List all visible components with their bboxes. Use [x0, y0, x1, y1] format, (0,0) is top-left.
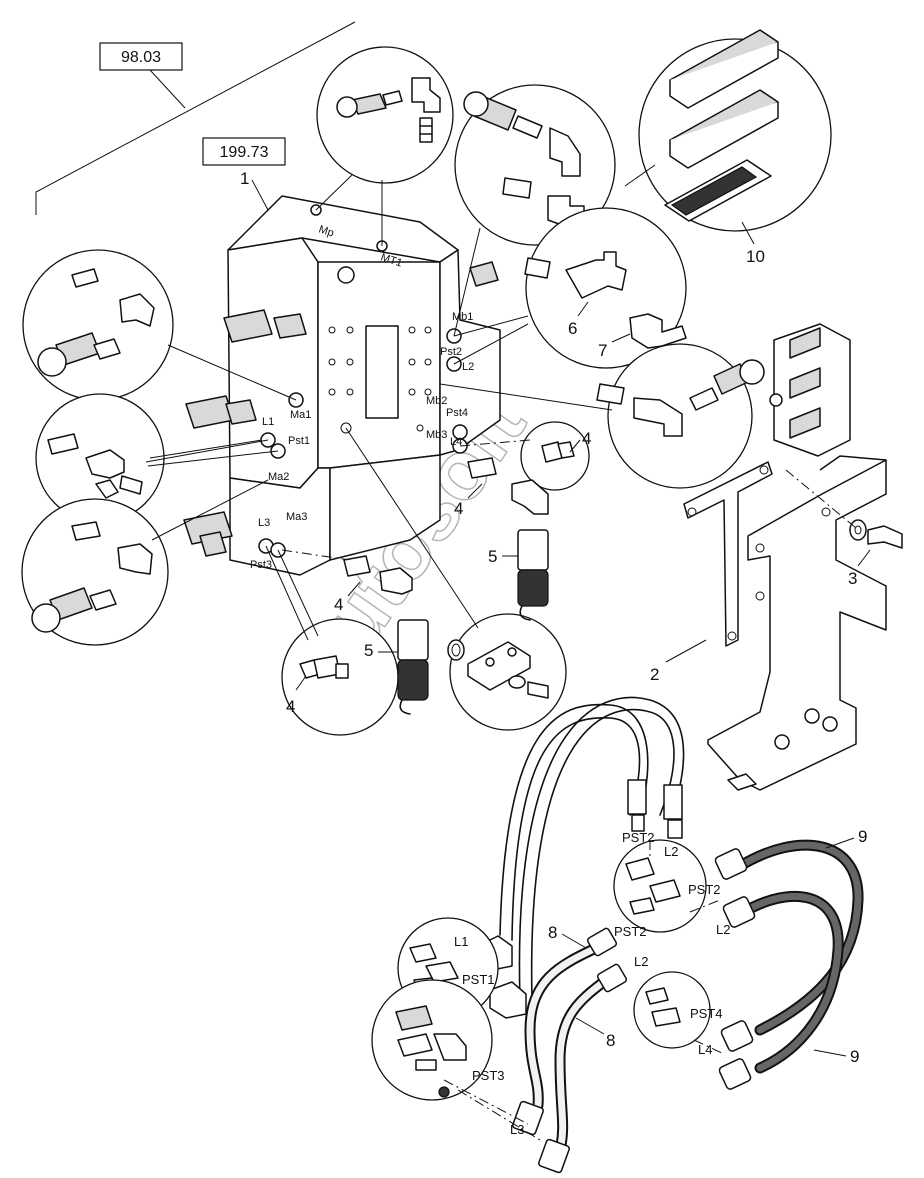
detail-bubble-pst4: [633, 971, 711, 1049]
hose-label-l1: L1: [454, 934, 468, 949]
port-label-l2: L2: [462, 361, 474, 373]
bolt-3: [785, 469, 903, 549]
port-label-ma2: Ma2: [268, 471, 289, 483]
callouts: 1 2 3 4 4 4 4 5 5 6 7 8 8 9 9 10: [240, 169, 871, 1066]
callout-4-center: 4: [454, 499, 463, 518]
detail-bubble-pst2: [613, 839, 707, 933]
detail-bubble-left-upper: [22, 249, 174, 401]
port-label-mb1: Mb1: [452, 311, 473, 323]
hose-9: [714, 839, 864, 1090]
hose-label-l3: L3: [510, 1122, 524, 1137]
callout-9-bottom: 9: [850, 1047, 859, 1066]
detail-bubble-flange-plate: [449, 613, 567, 731]
detail-bubble-left-lower: [21, 498, 169, 646]
quick-coupler-5-left: [397, 619, 429, 715]
port-label-pst1: Pst1: [288, 435, 310, 447]
detail-bubble-tee-fittings: [524, 207, 687, 369]
group-ref-label: 98.03: [121, 49, 161, 66]
detail-bubble-mb2-fittings: [596, 343, 765, 489]
port-label-mb3: Mb3: [426, 429, 447, 441]
hose-label-pst3: PST3: [472, 1068, 505, 1083]
callout-8-top: 8: [548, 923, 557, 942]
detail-bubble-mp-fittings: [316, 46, 454, 184]
hose-label-l4: L4: [698, 1042, 712, 1057]
port-label-mb2: Mb2: [426, 395, 447, 407]
port-label-ma3: Ma3: [286, 511, 307, 523]
port-label-ma1: Ma1: [290, 409, 311, 421]
detail-bubble-pst3: [371, 979, 493, 1101]
mounting-frame: [707, 323, 887, 791]
hose-label-l2-right: L2: [716, 922, 730, 937]
callout-9-top: 9: [858, 827, 867, 846]
callout-7: 7: [598, 341, 607, 360]
hose-port-labels: PST2 L2 PST2 PST2 L2 L2 L1 PST1 PST3 L3 …: [454, 830, 730, 1137]
callout-4-left: 4: [334, 595, 343, 614]
block-ref-label: 199.73: [220, 144, 269, 161]
block-ref-box: 199.73: [202, 137, 286, 166]
port-label-pst2: Pst2: [440, 346, 462, 358]
fitting-4-center: [467, 457, 549, 515]
callout-1: 1: [240, 169, 249, 188]
callout-5-right: 5: [488, 547, 497, 566]
leader-lines: [145, 164, 656, 641]
fitting-4-left: [343, 555, 413, 595]
callout-2: 2: [650, 665, 659, 684]
hose-label-pst2-mid: PST2: [614, 924, 647, 939]
callout-5-left: 5: [364, 641, 373, 660]
callout-4-bubble: 4: [286, 697, 295, 716]
port-label-l3: L3: [258, 517, 270, 529]
hose-routing-lines: [443, 840, 725, 1141]
callout-10: 10: [746, 247, 765, 266]
callout-8-bottom: 8: [606, 1031, 615, 1050]
hose-pair-upper: [499, 696, 685, 1001]
quick-coupler-5-right: [517, 529, 549, 621]
detail-bubble-mb1-fittings: [454, 84, 616, 246]
detail-bubble-adapter-4: [281, 618, 399, 736]
hose-label-pst1: PST1: [462, 972, 495, 987]
port-label-mp: Mp: [317, 223, 335, 239]
t-bracket-plate: [683, 461, 773, 647]
hose-label-l2-top: L2: [664, 844, 678, 859]
port-label-l1: L1: [262, 416, 274, 428]
o-ring: [447, 639, 465, 661]
detail-bubble-adapter-4b: [520, 421, 590, 491]
port-label-l4: L4: [450, 436, 462, 448]
detail-bubble-clamps: [638, 29, 832, 232]
group-bracket: [35, 21, 356, 215]
hose-8: [512, 927, 628, 1174]
hose-label-pst2-top: PST2: [622, 830, 655, 845]
port-label-pst3: Pst3: [250, 559, 272, 571]
group-ref-box: 98.03: [99, 42, 183, 71]
callout-3: 3: [848, 569, 857, 588]
hose-label-pst4: PST4: [690, 1006, 723, 1021]
hose-label-l2-mid: L2: [634, 954, 648, 969]
callout-4-right: 4: [582, 429, 591, 448]
callout-6: 6: [568, 319, 577, 338]
port-label-pst4: Pst4: [446, 407, 468, 419]
hose-label-pst2-right: PST2: [688, 882, 721, 897]
